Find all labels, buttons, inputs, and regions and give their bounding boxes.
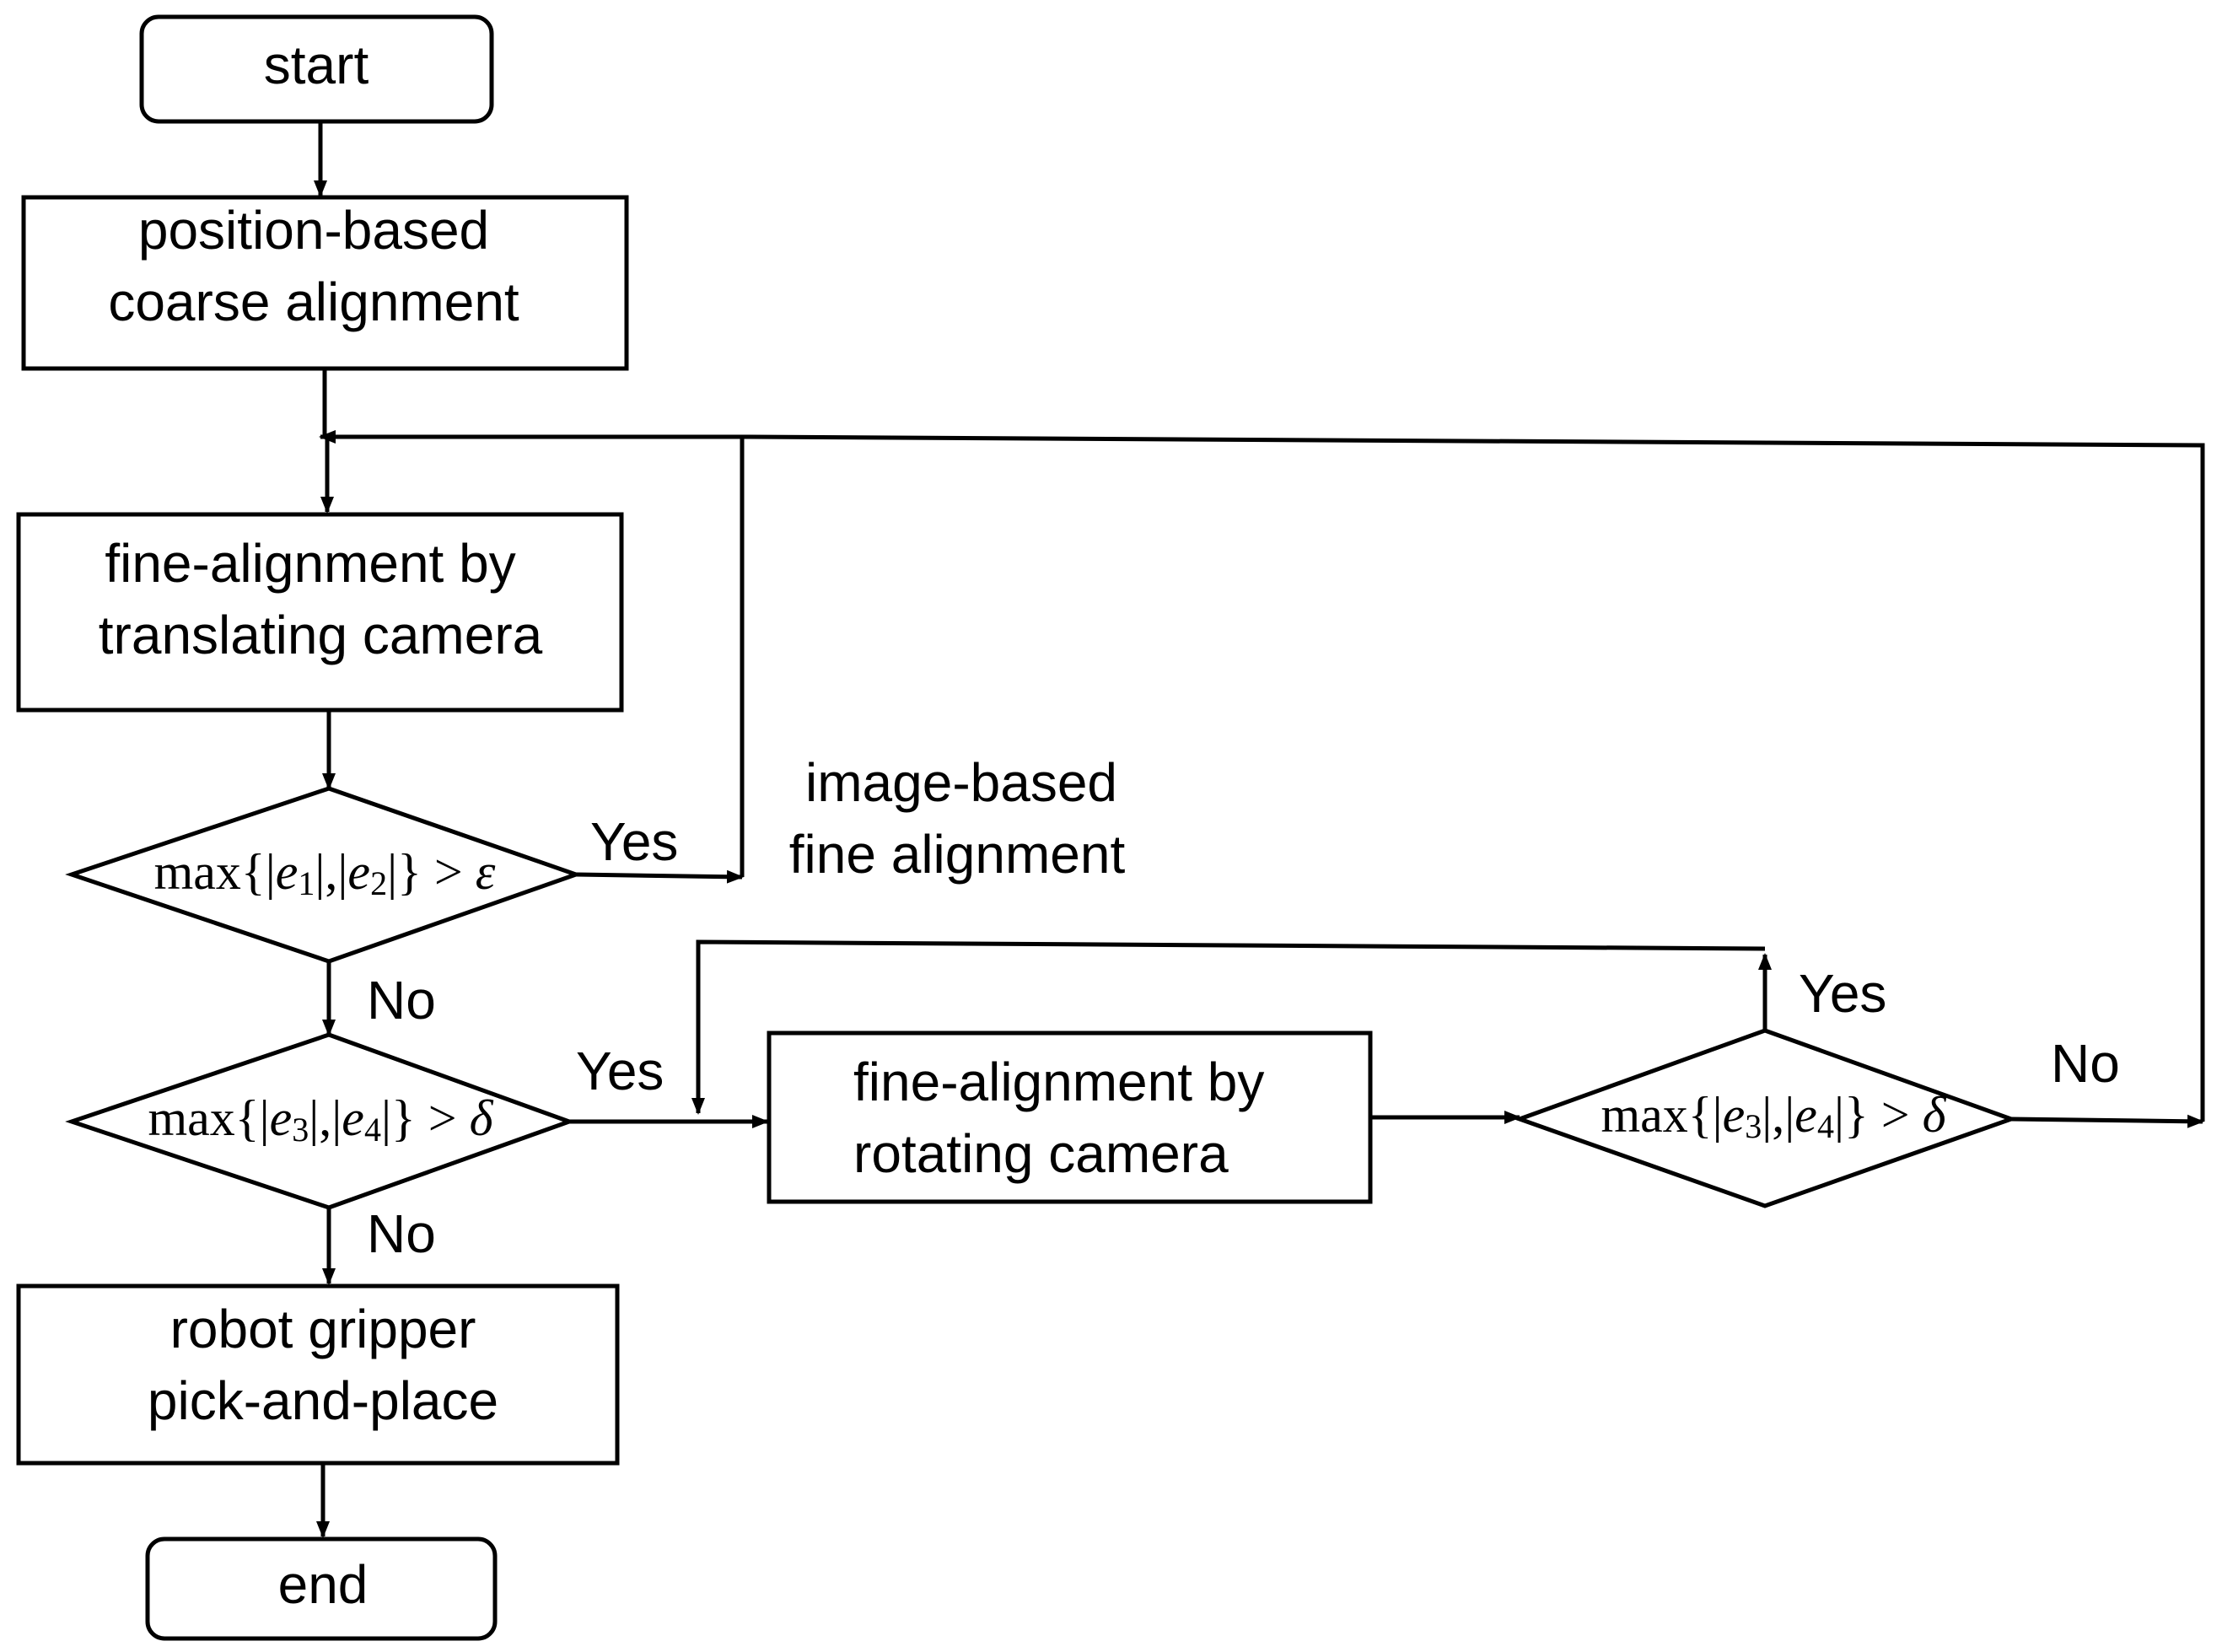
node-coarse-alignment: position-based coarse alignment [21, 195, 629, 371]
node-end: end [145, 1536, 498, 1641]
edge-decision1-yes [575, 869, 744, 884]
connectors [314, 122, 2205, 1538]
label-d1-yes: Yes [590, 811, 678, 872]
node-decision-rotation-error-loop: max{|e3|,|e4|} > δ [1513, 1028, 2018, 1208]
rotate-label-line1: fine-alignment by [853, 1052, 1264, 1112]
node-decision-rotation-error: max{|e3|,|e4|} > δ [65, 1032, 576, 1210]
coarse-label-line1: position-based [138, 200, 489, 261]
label-d3-no: No [2051, 1033, 2120, 1094]
label-d1-no: No [367, 970, 436, 1030]
annotation-line2: fine alignment [789, 824, 1126, 885]
node-robot-gripper: robot gripper pick-and-place [16, 1283, 620, 1466]
node-start: start [139, 14, 494, 124]
label-d2-no: No [367, 1203, 436, 1264]
node-rotate-camera: fine-alignment by rotating camera [767, 1030, 1373, 1204]
edge-decision3-no-return [741, 434, 2205, 1122]
edge-decision3-no [2010, 1114, 2204, 1128]
decision2-condition: max{|e3|,|e4|} > δ [148, 1090, 494, 1149]
decision1-condition: max{|e1|,|e2|} > ε [154, 844, 496, 902]
end-label: end [278, 1554, 369, 1615]
translate-label-line2: translating camera [99, 605, 543, 665]
node-translate-camera: fine-alignment by translating camera [16, 512, 624, 713]
gripper-label-line2: pick-and-place [148, 1370, 498, 1431]
edge-decision3-loop [691, 939, 1766, 1115]
label-d2-yes: Yes [576, 1041, 664, 1101]
rotate-label-line2: rotating camera [853, 1123, 1229, 1184]
coarse-label-line2: coarse alignment [108, 272, 519, 332]
start-label: start [264, 35, 369, 95]
translate-label-line1: fine-alignment by [105, 533, 515, 594]
decision3-condition: max{|e3|,|e4|} > δ [1601, 1087, 1947, 1145]
node-decision-translation-error: max{|e1|,|e2|} > ε [65, 786, 583, 964]
annotation-line1: image-based [805, 752, 1117, 813]
annotation-image-based: image-based fine alignment [789, 752, 1126, 885]
edge-labels: Yes No Yes No Yes No [367, 811, 2120, 1264]
gripper-label-line1: robot gripper [170, 1299, 476, 1359]
label-d3-yes: Yes [1799, 963, 1886, 1024]
